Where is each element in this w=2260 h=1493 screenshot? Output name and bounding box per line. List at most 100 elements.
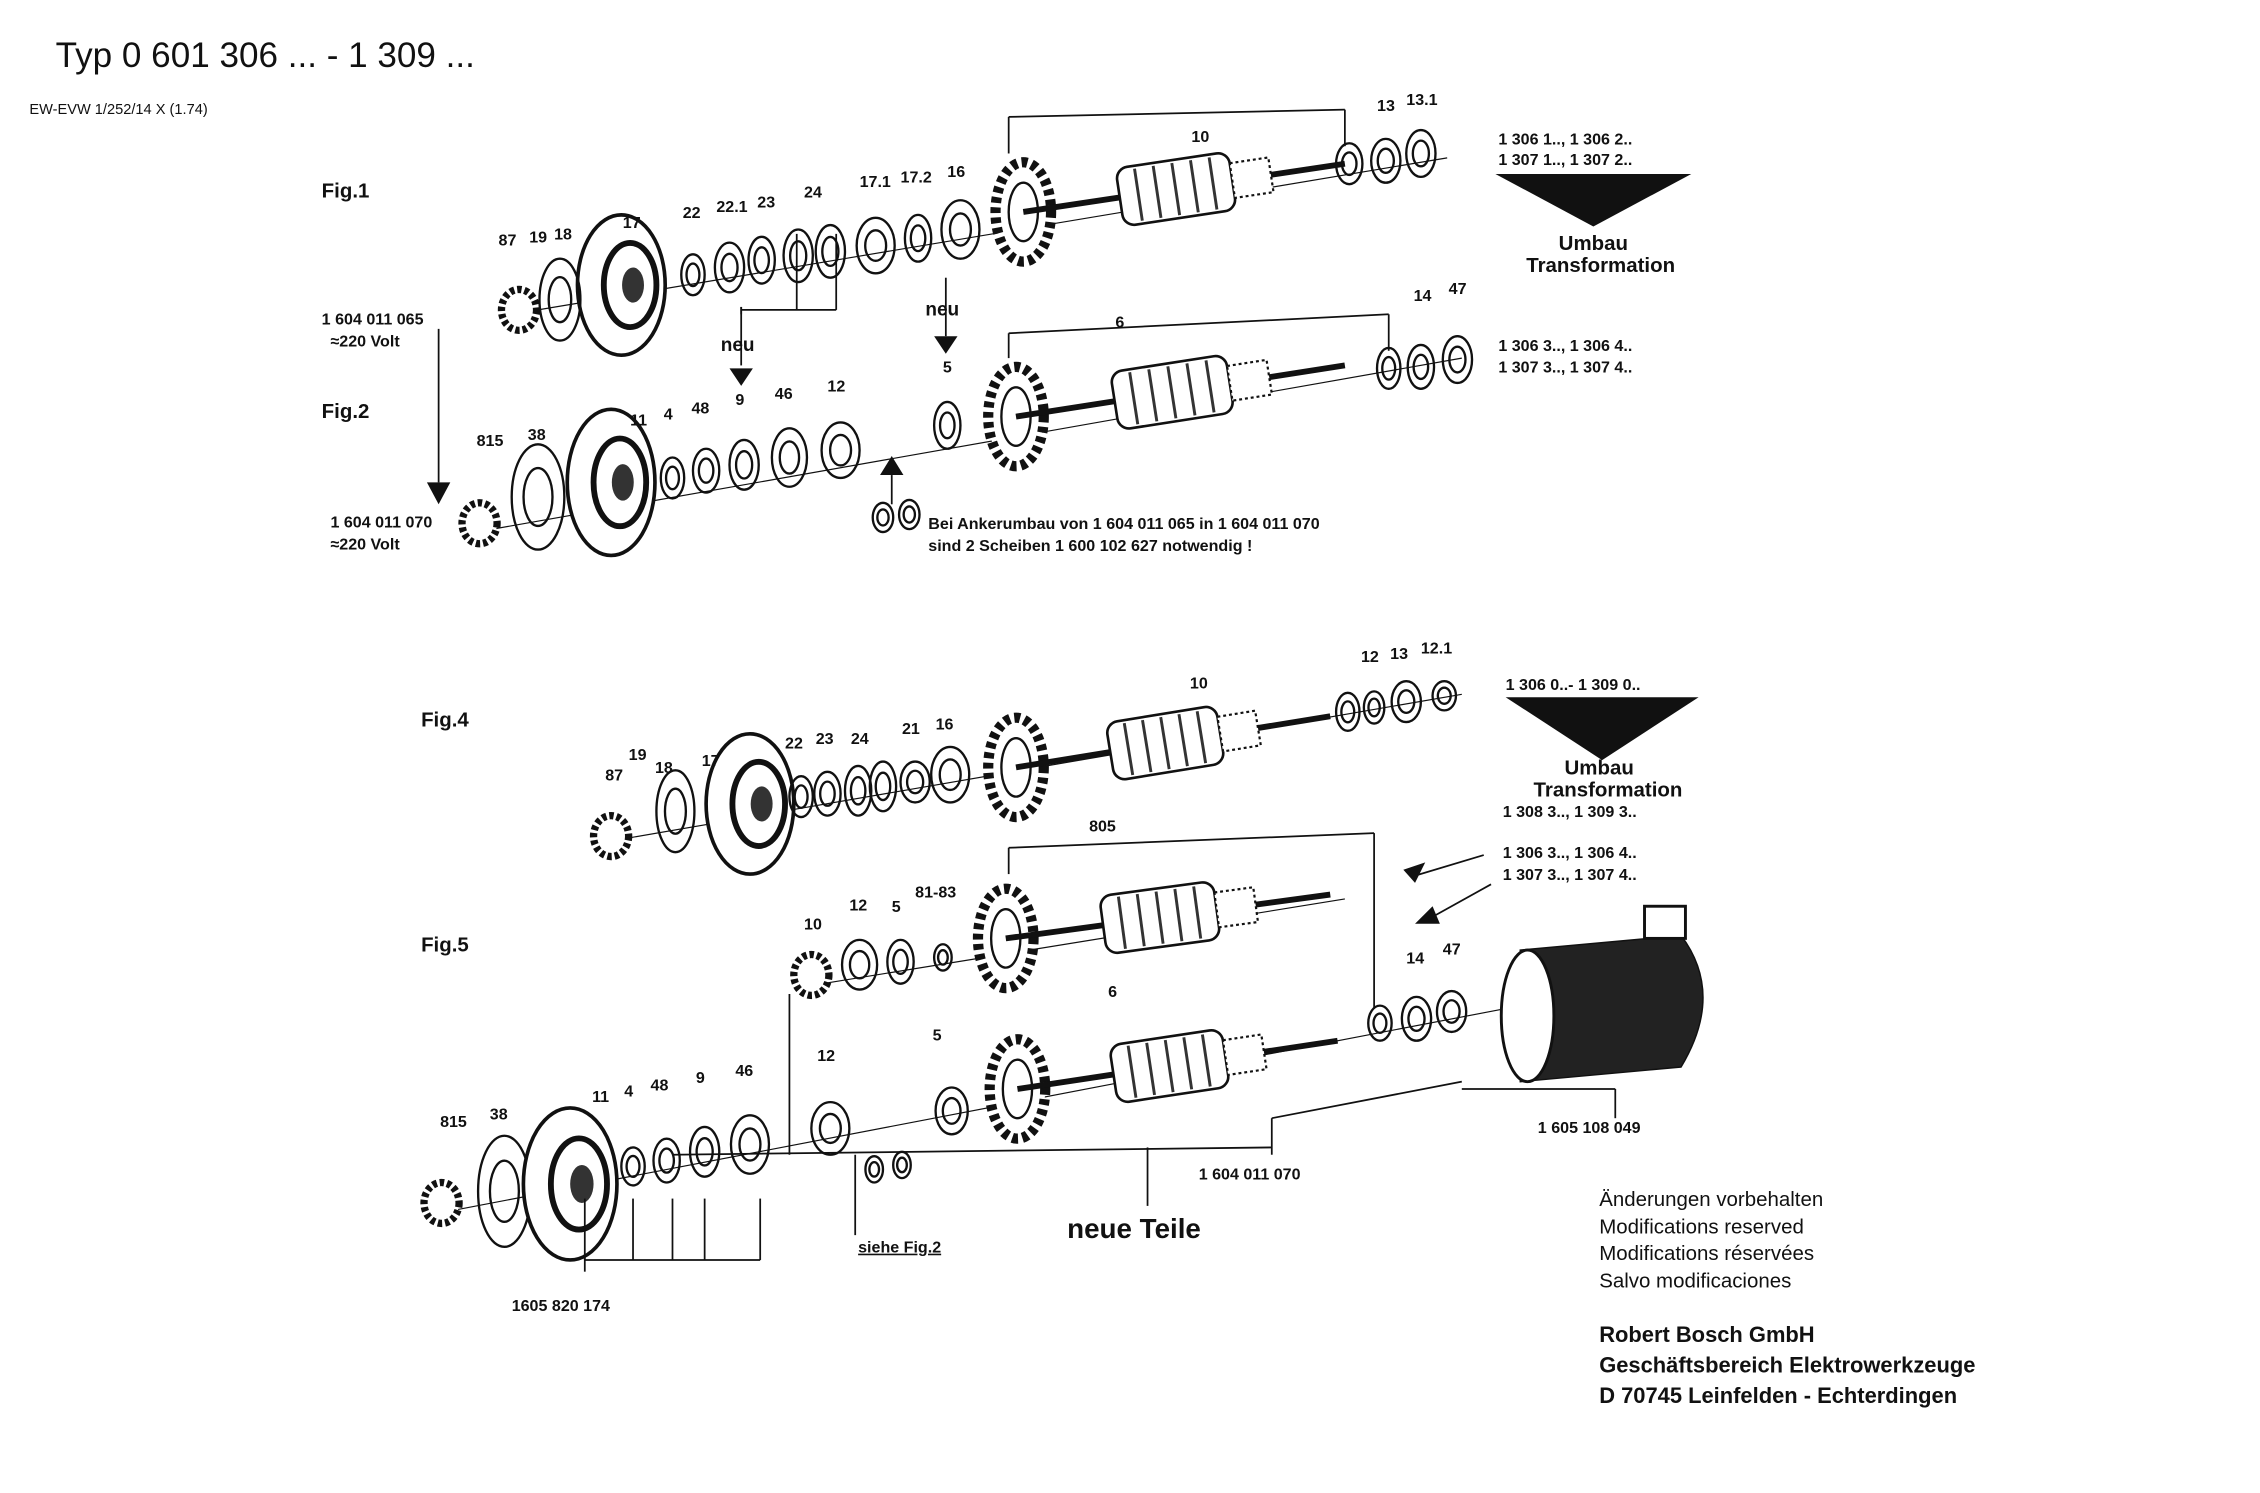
fig1-washer bbox=[713, 241, 746, 294]
fig5-armature-number: 1 604 011 070 bbox=[1199, 1166, 1301, 1184]
voltage-1: ≈220 Volt bbox=[330, 332, 400, 350]
part-number-label: 6 bbox=[1115, 313, 1124, 331]
part-number-label: 17 bbox=[702, 752, 720, 770]
part-number-label: 24 bbox=[804, 183, 822, 201]
fig2-ring-38 bbox=[510, 443, 566, 551]
part-number-label: 87 bbox=[499, 232, 517, 250]
fig4-pinion bbox=[589, 811, 633, 861]
fig1-washer-inner bbox=[720, 252, 739, 283]
fig1-washer-13-inner bbox=[1340, 151, 1358, 177]
modifications-es: Salvo modificaciones bbox=[1599, 1270, 1791, 1293]
fig1-fan-gear bbox=[990, 157, 1057, 267]
fig5-bushing-10 bbox=[790, 950, 833, 1000]
part-number-label: 4 bbox=[664, 406, 673, 424]
fig2-armature bbox=[1015, 354, 1346, 430]
fig4-ring-18-inner bbox=[663, 787, 688, 835]
company-division: Geschäftsbereich Elektrowerkzeuge bbox=[1599, 1353, 1975, 1378]
transform1-from-2: 1 307 1.., 1 307 2.. bbox=[1498, 151, 1632, 169]
fig5-bearing-plate bbox=[521, 1106, 619, 1262]
fig5-washer bbox=[652, 1137, 681, 1184]
up-arrow-icon bbox=[880, 456, 904, 476]
fig2-armature-slot bbox=[1166, 366, 1178, 419]
fig1-armature-commutator bbox=[1228, 156, 1275, 200]
part-number-label: 5 bbox=[943, 359, 952, 377]
fig1-washer bbox=[814, 223, 847, 279]
fig2-washer-14-inner bbox=[1381, 355, 1397, 381]
part-number-label: 47 bbox=[1443, 940, 1461, 958]
part-number-label: 22.1 bbox=[716, 198, 747, 216]
fig5-washer-14-inner bbox=[1372, 1012, 1388, 1034]
fig5-washer-inner bbox=[738, 1127, 762, 1162]
fig4-armature-slot bbox=[1177, 713, 1189, 767]
fig4-bearing-12-1 bbox=[1390, 679, 1423, 724]
part-number-label: 22 bbox=[785, 734, 803, 752]
transform2-transformation: Transformation bbox=[1534, 779, 1683, 802]
see-fig2-label: siehe Fig.2 bbox=[858, 1239, 941, 1257]
part-number-label: 5 bbox=[892, 898, 901, 916]
fig4-label: Fig.4 bbox=[421, 708, 469, 731]
fig1-washer-inner bbox=[788, 240, 808, 272]
fig2-washer-14b bbox=[1406, 343, 1436, 390]
part-number-label: 13.1 bbox=[1406, 91, 1437, 109]
fig1-ring-18 bbox=[538, 257, 582, 342]
fig1-washer bbox=[903, 213, 933, 263]
fig5-bearing-12-inner bbox=[848, 949, 871, 980]
part-number-label: 14 bbox=[1406, 949, 1424, 967]
fig5-washer-81-inner bbox=[936, 949, 949, 966]
fig4-washer bbox=[899, 760, 931, 804]
fig5-washer-14b-inner bbox=[1407, 1005, 1426, 1033]
note-line-1: Bei Ankerumbau von 1 604 011 065 in 1 60… bbox=[928, 515, 1319, 533]
fig5-bearing-plate-ring bbox=[547, 1135, 610, 1233]
fig2-armature-slot bbox=[1204, 360, 1216, 413]
transform-arrow-icon-2 bbox=[1415, 906, 1440, 924]
fig2-armature-slot bbox=[1147, 369, 1159, 422]
part-number-label: 17.1 bbox=[860, 173, 891, 191]
part-number-label: 5 bbox=[933, 1027, 942, 1045]
disc-2-inner bbox=[902, 505, 917, 524]
fig1-bearing-13-1 bbox=[1405, 128, 1437, 179]
fig5-washer bbox=[810, 1100, 851, 1156]
part-number-label: 815 bbox=[440, 1113, 467, 1131]
fig2-bearing-47 bbox=[1441, 335, 1474, 385]
fig2-washer bbox=[728, 438, 760, 491]
note-line-2: sind 2 Scheiben 1 600 102 627 notwendig … bbox=[928, 537, 1252, 555]
fig5-washer bbox=[729, 1114, 771, 1175]
part-number-label: 815 bbox=[477, 432, 504, 450]
part-number-label: 10 bbox=[1191, 128, 1209, 146]
transform-arrow-line-1 bbox=[1410, 854, 1484, 878]
fig2-washer bbox=[770, 427, 809, 488]
bracket-6 bbox=[1008, 313, 1389, 335]
new-label-2: neu bbox=[925, 300, 959, 321]
part-number-label: 12.1 bbox=[1421, 639, 1452, 657]
fig1-armature-slot bbox=[1189, 160, 1200, 213]
fig4-bearing-plate-hub bbox=[750, 786, 773, 822]
transform2-umbau: Umbau bbox=[1565, 757, 1634, 780]
fig1-washer bbox=[680, 253, 706, 297]
fig4-washer bbox=[868, 760, 898, 813]
bracket-armature bbox=[1271, 1080, 1462, 1120]
fig1-bearing-13-1-inner bbox=[1411, 139, 1431, 168]
fig2-fan-gear bbox=[983, 361, 1049, 472]
fig2-bearing-plate bbox=[565, 407, 657, 558]
new-label-1: neu bbox=[721, 335, 755, 356]
part-number-label: 38 bbox=[528, 426, 546, 444]
part-number-label: 18 bbox=[554, 226, 572, 244]
part-number-label: 23 bbox=[816, 730, 834, 748]
fig5-washer bbox=[620, 1146, 646, 1187]
part-number-label: 9 bbox=[696, 1069, 705, 1087]
neu-arrow-icon-2 bbox=[934, 336, 958, 354]
fig5-lower-armature-slot bbox=[1182, 1037, 1194, 1090]
armature-number-1: 1 604 011 065 bbox=[322, 310, 424, 328]
transform2-to-b2: 1 307 3.., 1 307 4.. bbox=[1503, 866, 1637, 884]
transform1-to-2: 1 307 3.., 1 307 4.. bbox=[1498, 359, 1632, 377]
fig2-armature-commutator bbox=[1225, 358, 1274, 402]
fig2-washer-inner bbox=[734, 449, 754, 480]
part-number-label: 19 bbox=[629, 746, 647, 764]
fig2-bearing-plate-ring bbox=[590, 435, 650, 530]
modifications-fr: Modifications réservées bbox=[1599, 1242, 1814, 1265]
transform2-to-a: 1 308 3.., 1 309 3.. bbox=[1503, 803, 1637, 821]
part-number-label: 11 bbox=[630, 411, 647, 429]
fig4-washer-inner bbox=[793, 784, 809, 810]
part-number-label: 16 bbox=[936, 715, 954, 733]
fig4-armature-slot bbox=[1195, 710, 1208, 764]
